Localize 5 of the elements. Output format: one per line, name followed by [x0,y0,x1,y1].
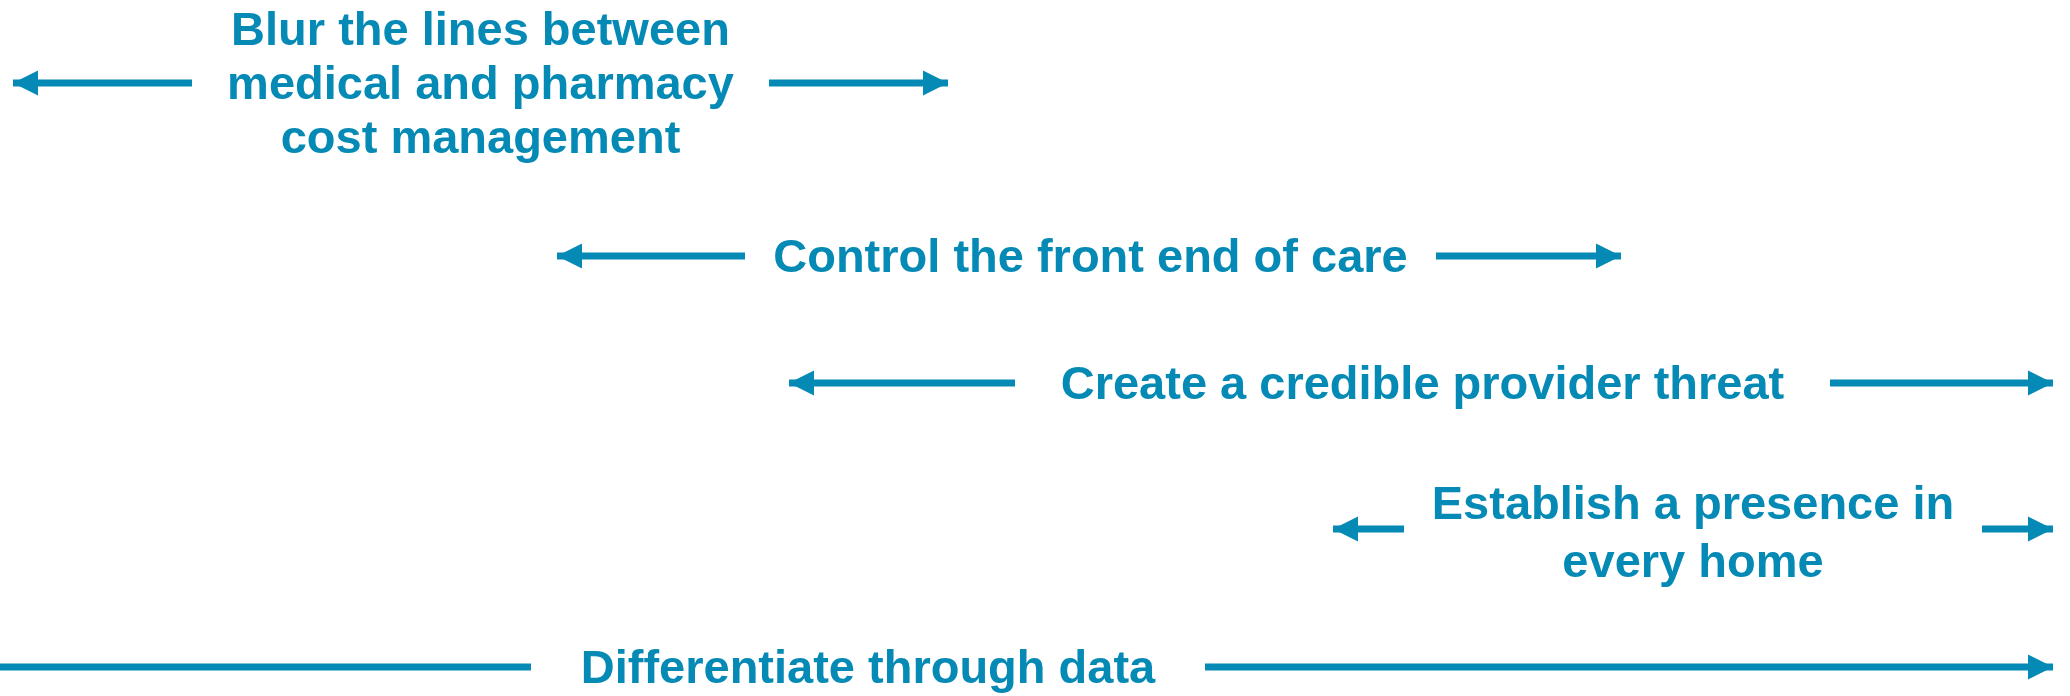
heading-text: Create a credible provider threat [1059,355,1786,411]
heading-text: Blur the lines between medical and pharmacy cost management [226,2,735,164]
heading-text: Differentiate through data [579,639,1157,695]
heading-text: Control the front end of care [772,228,1409,284]
heading-text: Establish a presence in every home [1430,475,1956,589]
